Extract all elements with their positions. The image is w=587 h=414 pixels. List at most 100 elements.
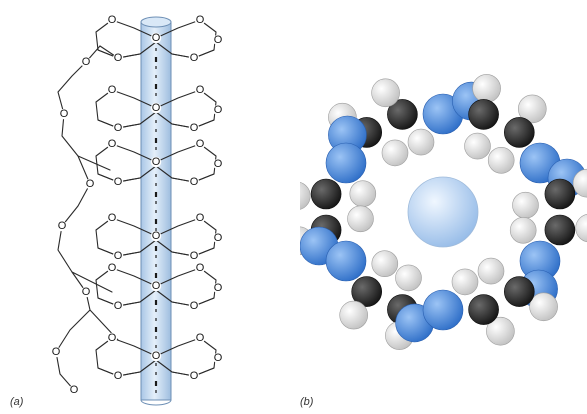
- hydrogen-atom: [572, 168, 587, 198]
- hydrogen-atom: [512, 191, 539, 219]
- oxygen-atom-bg: [84, 178, 96, 190]
- oxygen-atom-label: O: [152, 156, 161, 168]
- oxygen-atom-bg: [68, 384, 80, 396]
- oxygen-atom-bg: [188, 52, 200, 64]
- oxygen-atom-bg: [194, 138, 206, 150]
- oxygen-atom-bg: [212, 104, 224, 116]
- carbon-atom: [503, 276, 535, 307]
- oxygen-atom-label: O: [114, 52, 123, 64]
- oxygen-atom-bg: [188, 370, 200, 382]
- oxygen-atom-bg: [212, 158, 224, 170]
- oxygen-atom-label: O: [152, 102, 161, 114]
- oxygen-atom-bg: [58, 108, 70, 120]
- hydrogen-atom: [487, 147, 515, 174]
- oxygen-atom-bg: [194, 212, 206, 224]
- oxygen-atom-bg: [50, 346, 62, 358]
- oxygen-atom-bg: [188, 300, 200, 312]
- hydrogen-atom: [464, 132, 491, 160]
- crown-ether-atoms: [300, 74, 587, 350]
- left-backbone-chain: O O O O O O O: [50, 45, 119, 396]
- oxygen-atom-label: O: [108, 138, 117, 150]
- oxygen-atom-label: O: [108, 332, 117, 344]
- hydrogen-atom: [300, 182, 311, 210]
- carbon-atom: [351, 276, 383, 307]
- oxygen-atom-bg: [212, 282, 224, 294]
- oxygen-atom-bg: [188, 176, 200, 188]
- oxygen-atom-bg: [150, 230, 162, 242]
- oxygen-atom-label: O: [108, 14, 117, 26]
- oxygen-atom-bg: [150, 102, 162, 114]
- oxygen-atom-bg: [112, 370, 124, 382]
- hydrogen-atom: [529, 292, 558, 322]
- hydrogen-atom: [451, 268, 479, 296]
- oxygen-atom-bg: [194, 262, 206, 274]
- oxygen-atom-bg: [106, 262, 118, 274]
- oxygen-atom-label: O: [152, 280, 161, 292]
- oxygen-atom-label: O: [214, 104, 223, 116]
- oxygen-atom-label: O: [114, 300, 123, 312]
- panel-b-label: (b): [300, 396, 314, 408]
- panel-b-space-filling-model: [300, 74, 587, 350]
- hydrogen-atom: [517, 94, 547, 124]
- oxygen-atom-bg: [112, 250, 124, 262]
- hydrogen-atom: [477, 257, 505, 285]
- oxygen-atom-bg: [106, 332, 118, 344]
- oxygen-atom-bg: [212, 232, 224, 244]
- oxygen-atom-label: O: [152, 32, 161, 44]
- hydrogen-atom: [371, 78, 400, 108]
- oxygen-atom-bg: [106, 14, 118, 26]
- oxygen-atom-bg: [112, 122, 124, 134]
- oxygen-atom-label: O: [82, 286, 91, 298]
- oxygen-atom-bg: [56, 220, 68, 232]
- oxygen-atom-label: O: [108, 84, 117, 96]
- hydrogen-atom: [575, 214, 587, 243]
- oxygen-atom-bg: [188, 122, 200, 134]
- oxygen-atom-bg: [150, 350, 162, 362]
- central-cation: [407, 176, 479, 248]
- carbon-atom: [544, 178, 576, 210]
- oxygen-atom-bg: [150, 32, 162, 44]
- oxygen-atom-label: O: [196, 332, 205, 344]
- oxygen-atom-label: O: [58, 220, 67, 232]
- oxygen-atom-bg: [150, 156, 162, 168]
- oxygen-atom-label: O: [82, 56, 91, 68]
- oxygen-atom-label: O: [152, 350, 161, 362]
- panel-a-label: (a): [10, 396, 24, 408]
- carbon-atom: [468, 294, 499, 325]
- hydrogen-atom: [509, 217, 537, 244]
- oxygen-atom-label: O: [190, 122, 199, 134]
- oxygen-atom-label: O: [214, 158, 223, 170]
- oxygen-atom-label: O: [190, 250, 199, 262]
- backbone-path: [55, 45, 101, 391]
- oxygen-atom-label: O: [60, 108, 69, 120]
- oxygen-atom-bg: [112, 176, 124, 188]
- oxygen-atom-bg: [194, 84, 206, 96]
- oxygen-atom: [422, 289, 464, 331]
- oxygen-atom-bg: [106, 84, 118, 96]
- oxygen-atom-label: O: [114, 176, 123, 188]
- oxygen-atom-bg: [80, 56, 92, 68]
- hydrogen-atom: [381, 139, 409, 167]
- oxygen-atom-label: O: [196, 84, 205, 96]
- oxygen-atom-label: O: [190, 300, 199, 312]
- oxygen-atom-label: O: [190, 176, 199, 188]
- hydrogen-atom: [371, 250, 399, 278]
- oxygen-atom-bg: [188, 250, 200, 262]
- oxygen-atom: [325, 240, 367, 282]
- hydrogen-atom: [349, 180, 377, 207]
- oxygen-atom-label: O: [108, 262, 117, 274]
- oxygen-atom-bg: [150, 280, 162, 292]
- oxygen-atom: [325, 142, 367, 184]
- carbon-atom: [387, 99, 418, 130]
- oxygen-atom-label: O: [196, 14, 205, 26]
- oxygen-atom-bg: [80, 286, 92, 298]
- oxygen-atom-label: O: [196, 138, 205, 150]
